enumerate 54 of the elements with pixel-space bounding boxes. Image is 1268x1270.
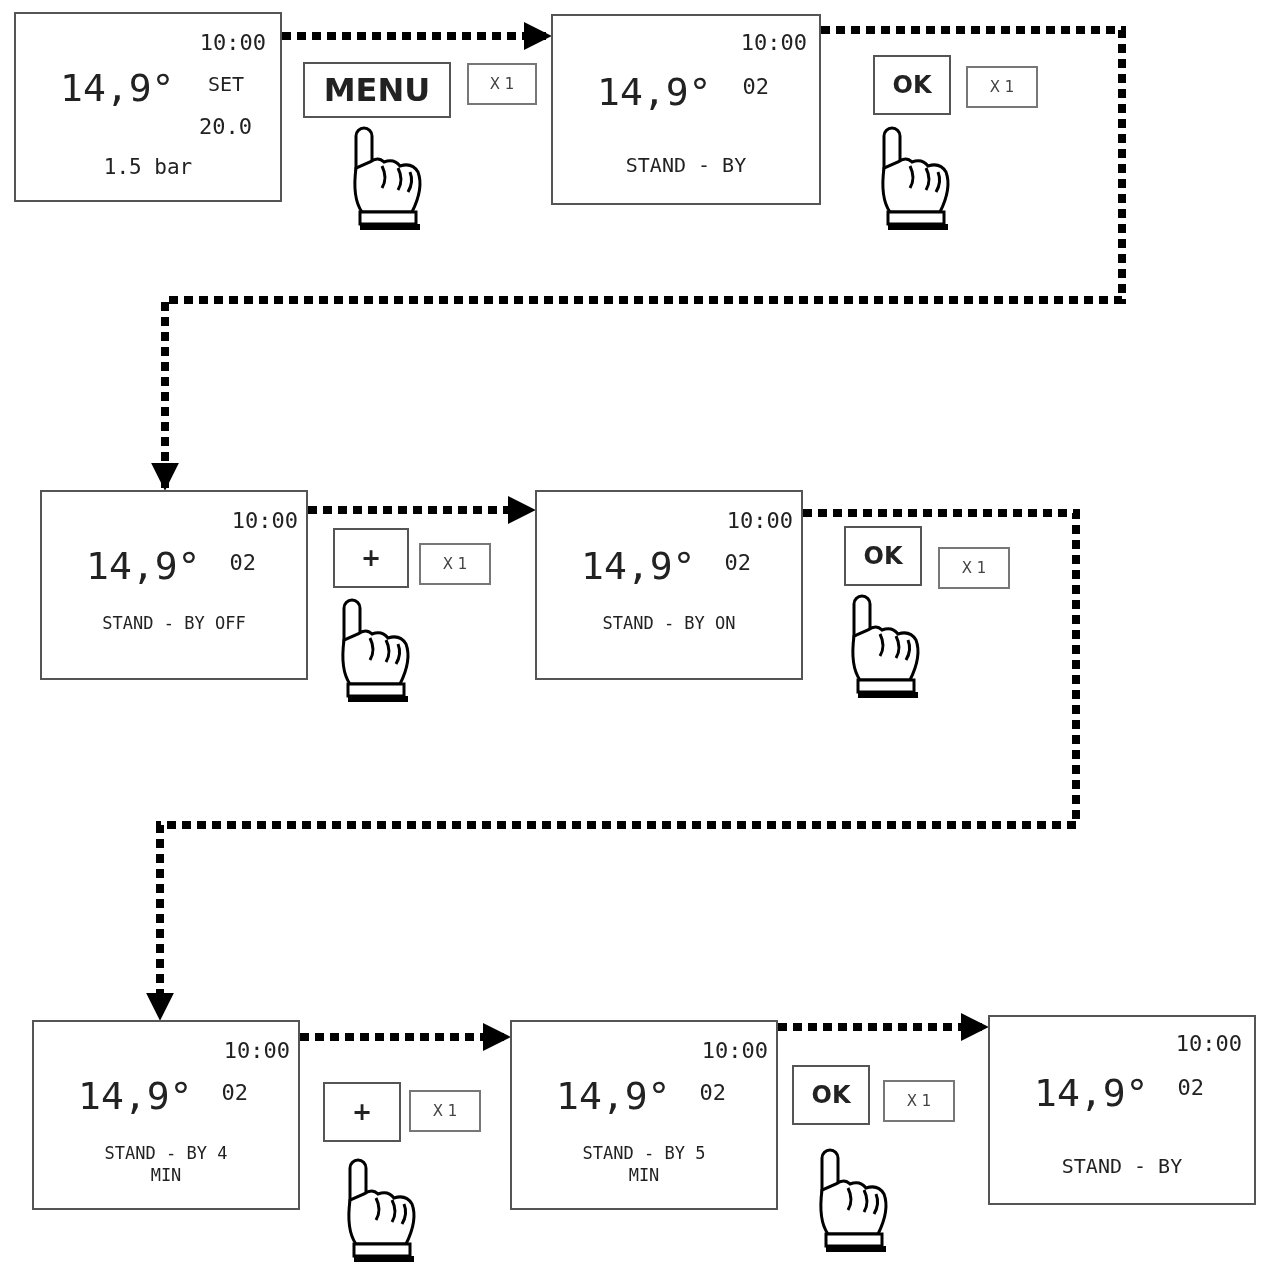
status-text: STAND - BY 5 MIN bbox=[581, 1142, 707, 1187]
display-screen bbox=[40, 490, 308, 680]
menu-code: 02 bbox=[221, 1080, 248, 1105]
display-screen bbox=[988, 1015, 1256, 1205]
time-readout: 10:00 bbox=[223, 1038, 290, 1063]
mode-readout: SET bbox=[207, 72, 244, 96]
menu-code: 02 bbox=[229, 550, 256, 575]
menu-code: 02 bbox=[742, 74, 769, 99]
time-readout: 10:00 bbox=[726, 508, 793, 533]
count-box: X 1 bbox=[883, 1080, 955, 1122]
temperature-readout: 14,9° bbox=[86, 544, 201, 588]
time-readout: 10:00 bbox=[199, 30, 266, 55]
temperature-readout: 14,9° bbox=[581, 544, 696, 588]
display-screen bbox=[535, 490, 803, 680]
temperature-readout: 14,9° bbox=[1034, 1071, 1149, 1115]
count-box: X 1 bbox=[467, 63, 537, 105]
dotted-arrow bbox=[146, 509, 1080, 1021]
push-button: OK bbox=[792, 1065, 870, 1125]
status-text: STAND - BY ON bbox=[601, 612, 737, 635]
temperature-readout: 14,9° bbox=[60, 66, 175, 110]
status-text: STAND - BY 4 MIN bbox=[103, 1142, 229, 1187]
dotted-arrow bbox=[151, 26, 1126, 491]
menu-code: 02 bbox=[1177, 1075, 1204, 1100]
temperature-readout: 14,9° bbox=[556, 1074, 671, 1118]
push-button: OK bbox=[873, 55, 951, 115]
display-screen bbox=[551, 14, 821, 205]
status-text: STAND - BY bbox=[624, 152, 748, 178]
display-screen bbox=[14, 12, 282, 202]
time-readout: 10:00 bbox=[701, 1038, 768, 1063]
dotted-arrow bbox=[778, 1013, 989, 1041]
dotted-arrow bbox=[282, 22, 552, 50]
temperature-readout: 14,9° bbox=[597, 70, 712, 114]
push-button: MENU bbox=[303, 62, 451, 118]
status-text: STAND - BY bbox=[1060, 1153, 1184, 1179]
push-button: OK bbox=[844, 526, 922, 586]
time-readout: 10:00 bbox=[1175, 1031, 1242, 1056]
push-button: + bbox=[323, 1082, 401, 1142]
count-box: X 1 bbox=[938, 547, 1010, 589]
menu-code: 02 bbox=[699, 1080, 726, 1105]
status-text: STAND - BY OFF bbox=[101, 612, 247, 635]
pressure-readout: 1.5 bar bbox=[102, 154, 194, 181]
dotted-arrow bbox=[300, 1023, 511, 1051]
display-screen bbox=[510, 1020, 778, 1210]
temperature-readout: 14,9° bbox=[78, 1074, 193, 1118]
count-box: X 1 bbox=[409, 1090, 481, 1132]
menu-code: 02 bbox=[724, 550, 751, 575]
count-box: X 1 bbox=[966, 66, 1038, 108]
time-readout: 10:00 bbox=[740, 30, 807, 55]
push-button: + bbox=[333, 528, 409, 588]
display-screen bbox=[32, 1020, 300, 1210]
dotted-arrow bbox=[308, 496, 536, 524]
setpoint-readout: 20.0 bbox=[199, 114, 252, 139]
time-readout: 10:00 bbox=[231, 508, 298, 533]
count-box: X 1 bbox=[419, 543, 491, 585]
